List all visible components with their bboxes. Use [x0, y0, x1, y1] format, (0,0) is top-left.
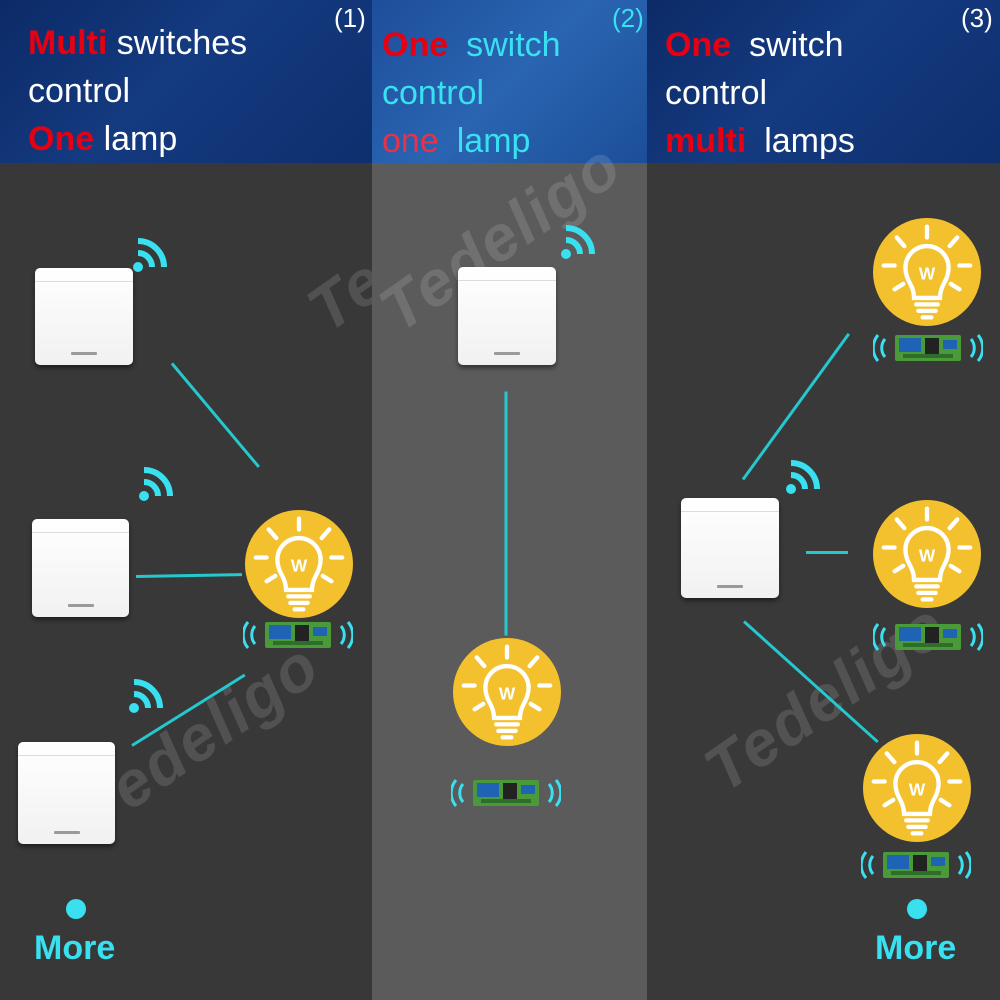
- lamp-bulb-icon: W: [863, 734, 971, 842]
- header-line-3: One lamp: [28, 120, 178, 158]
- svg-text:W: W: [919, 546, 936, 566]
- panel-number: (2): [612, 3, 644, 33]
- wall-switch: [35, 268, 133, 365]
- receiver-module-icon: [873, 622, 983, 652]
- wifi-signal-icon: [138, 462, 178, 502]
- panel-number: (1): [334, 3, 366, 33]
- receiver-module-icon: [873, 333, 983, 363]
- wall-switch: [32, 519, 129, 617]
- wifi-signal-icon: [785, 455, 825, 495]
- more-dot: [907, 899, 927, 919]
- header-line-2: control: [665, 74, 768, 112]
- lamp-bulb-icon: W: [873, 500, 981, 608]
- connector-line: [135, 573, 243, 578]
- wifi-signal-icon: [128, 674, 168, 714]
- panel-number: (3): [961, 3, 993, 33]
- wall-switch: [458, 267, 556, 365]
- svg-text:W: W: [919, 264, 936, 284]
- more-label: More: [875, 929, 957, 967]
- more-label: More: [34, 929, 116, 967]
- svg-text:W: W: [909, 780, 926, 800]
- wifi-signal-icon: [560, 220, 600, 260]
- connector-line: [806, 551, 848, 554]
- lamp-bulb-icon: W: [453, 638, 561, 746]
- header-line-1: Multi switches: [28, 24, 248, 62]
- wifi-signal-icon: [132, 233, 172, 273]
- wall-switch: [18, 742, 115, 844]
- header-line-2: control: [382, 74, 485, 112]
- header-line-2: control: [28, 72, 131, 110]
- svg-text:W: W: [291, 556, 308, 576]
- connector-line: [170, 362, 260, 468]
- receiver-module-icon: [243, 620, 353, 650]
- receiver-module-icon: [861, 850, 971, 880]
- more-dot: [66, 899, 86, 919]
- lamp-bulb-icon: W: [245, 510, 353, 618]
- svg-text:W: W: [499, 684, 516, 704]
- lamp-bulb-icon: W: [873, 218, 981, 326]
- connector-line: [504, 391, 508, 636]
- panel-multi-switches: (1) Multi switches control One lamp Tede…: [0, 0, 372, 1000]
- wall-switch: [681, 498, 779, 598]
- receiver-module-icon: [451, 778, 561, 808]
- panel-header: (1) Multi switches control One lamp: [0, 0, 372, 163]
